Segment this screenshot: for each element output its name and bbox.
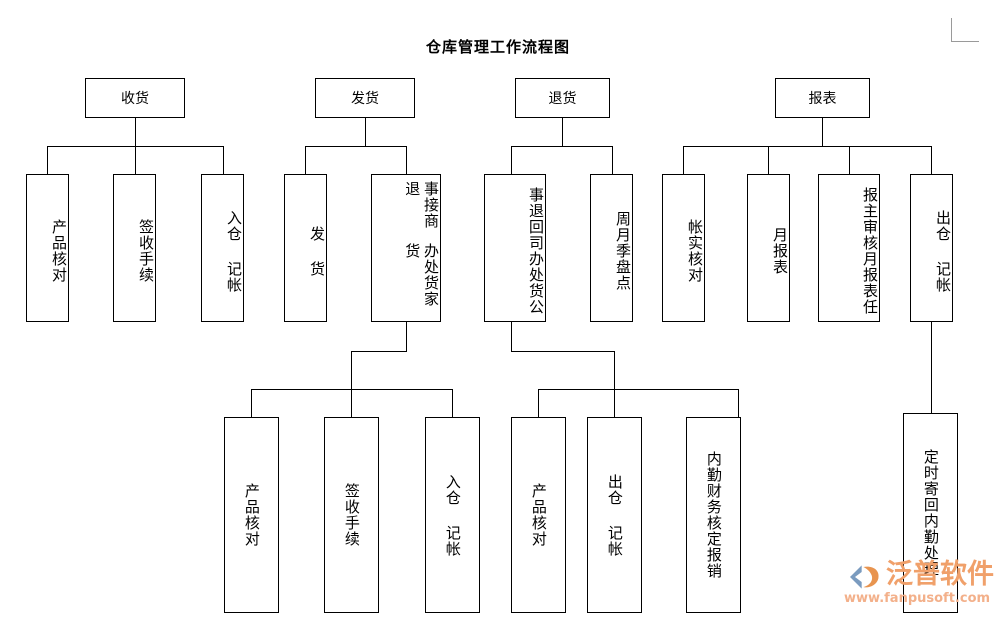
connector-receive-drop-3 — [223, 146, 224, 174]
connector-return-sub-drop — [614, 351, 615, 390]
connector-ship-sub-drop-2 — [351, 389, 352, 418]
crop-mark-horizontal — [951, 41, 979, 42]
node-report-col-left: 月报表任 — [861, 251, 879, 315]
node-return-sub-product-check[interactable]: 产品核对 — [511, 417, 566, 613]
node-ship-col-left: 办处货家货 — [403, 243, 440, 308]
connector-report-sub-line — [931, 322, 932, 414]
connector-receive-stem — [135, 118, 136, 146]
connector-ship-sub-drop — [351, 351, 352, 390]
connector-return-stem — [562, 118, 563, 146]
node-return-sub-finance-reimburse[interactable]: 内勤财务核定报销 — [686, 417, 741, 613]
node-receive-product-check[interactable]: 产品核对 — [26, 174, 69, 322]
connector-report-drop-1 — [683, 146, 684, 174]
node-return-stocktake[interactable]: 周月季盘点 — [590, 174, 633, 322]
node-report-col-right: 报主审核 — [861, 187, 879, 251]
connector-return-bus — [511, 146, 613, 147]
node-ship-sub-signoff[interactable]: 签收手续 — [324, 417, 379, 613]
node-report-outstock-ledger[interactable]: 出仓 记帐 — [910, 174, 953, 322]
connector-return-drop-1 — [511, 146, 512, 174]
node-report-ledger-stock-check[interactable]: 帐实核对 — [662, 174, 705, 322]
connector-return-sub-drop-2 — [614, 389, 615, 418]
crop-mark-vertical — [951, 18, 952, 42]
node-root-receive[interactable]: 收货 — [85, 78, 185, 118]
connector-ship-stem — [365, 118, 366, 146]
connector-report-stem — [822, 118, 823, 146]
node-return-sub-outstock-ledger[interactable]: 出仓 记帐 — [587, 417, 642, 613]
node-root-return[interactable]: 退货 — [515, 78, 610, 118]
connector-report-drop-3 — [849, 146, 850, 174]
connector-receive-drop-2 — [135, 146, 136, 174]
node-report-sub-mail-back[interactable]: 定时寄回内勤处理 — [903, 413, 958, 613]
node-ship-deliver[interactable]: 发 货 — [284, 174, 327, 322]
node-ship-sub-instock-ledger[interactable]: 入仓 记帐 — [425, 417, 480, 613]
connector-ship-drop-2 — [406, 146, 407, 174]
fanpu-logo-icon — [850, 565, 879, 589]
node-return-col-right: 事退回司 — [527, 187, 545, 251]
connector-report-drop-4 — [931, 146, 932, 174]
connector-return-sub-bus — [538, 389, 738, 390]
connector-report-drop-2 — [768, 146, 769, 174]
connector-ship-sub-stem — [406, 322, 407, 352]
connector-ship-sub-jog — [351, 351, 407, 352]
connector-ship-drop-1 — [305, 146, 306, 174]
connector-return-sub-jog — [511, 351, 615, 352]
connector-return-drop-2 — [612, 146, 613, 174]
node-return-col-left: 办处货公 — [527, 251, 545, 315]
connector-report-bus — [683, 146, 931, 147]
node-report-monthly[interactable]: 月报表 — [747, 174, 790, 322]
connector-ship-sub-drop-3 — [452, 389, 453, 418]
node-root-report[interactable]: 报表 — [775, 78, 870, 118]
node-report-director-approval[interactable]: 报主审核 月报表任 — [818, 174, 880, 322]
node-ship-handle-merchant-return[interactable]: 事接商退 办处货家货 — [371, 174, 441, 322]
node-ship-sub-product-check[interactable]: 产品核对 — [224, 417, 279, 613]
connector-return-sub-drop-1 — [538, 389, 539, 418]
connector-return-sub-stem — [511, 322, 512, 352]
connector-ship-sub-drop-1 — [251, 389, 252, 418]
node-ship-col-right: 事接商退 — [403, 181, 440, 229]
connector-receive-drop-1 — [47, 146, 48, 174]
connector-return-sub-drop-3 — [738, 389, 739, 418]
node-return-to-branch-office[interactable]: 事退回司 办处货公 — [484, 174, 546, 322]
connector-ship-bus — [305, 146, 406, 147]
page-title: 仓库管理工作流程图 — [425, 38, 570, 56]
node-receive-signoff[interactable]: 签收手续 — [113, 174, 156, 322]
node-root-ship[interactable]: 发货 — [315, 78, 415, 118]
node-receive-instock-ledger[interactable]: 入仓 记帐 — [201, 174, 244, 322]
